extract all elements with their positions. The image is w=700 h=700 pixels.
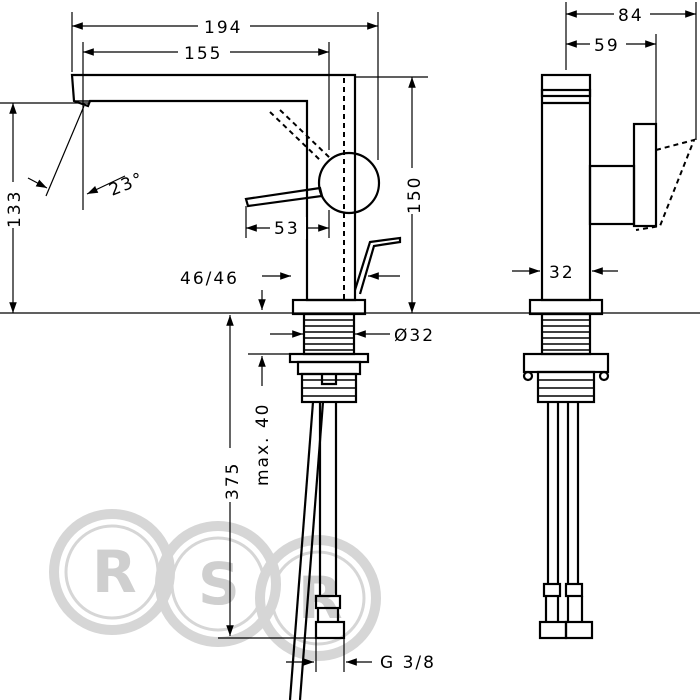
watermark-logo: R S R <box>49 509 381 661</box>
dim-handle: 53 <box>274 219 300 239</box>
side-lever <box>632 122 658 228</box>
dim-max: max. 40 <box>253 403 273 486</box>
fixing-nut <box>296 360 362 376</box>
side-lever-hub <box>588 164 636 226</box>
side-washer <box>522 352 610 374</box>
dim-angle: 23° <box>106 169 147 201</box>
dim-handle-depth: 59 <box>594 36 620 56</box>
hose-left <box>288 401 315 700</box>
front-view <box>70 73 402 700</box>
popup-rod <box>353 236 402 295</box>
watermark-letter: S <box>198 550 240 618</box>
dim-diameter: Ø32 <box>394 326 435 346</box>
base-plate <box>291 298 367 316</box>
front-dimensions: 194 155 133 23° 53 46/46 150 <box>0 12 700 673</box>
lever-handle <box>244 186 324 208</box>
washer <box>288 352 370 364</box>
dim-spout-length: 155 <box>184 44 222 64</box>
side-connector-left <box>538 620 568 640</box>
watermark-letter: R <box>92 538 137 606</box>
dim-hose: 375 <box>223 462 243 500</box>
side-dimensions: 84 59 32 <box>512 2 697 283</box>
dim-body-height: 150 <box>405 176 425 214</box>
dim-body-width: 32 <box>549 263 575 283</box>
side-connector-right <box>564 620 594 640</box>
hose-connector <box>314 620 346 640</box>
dim-depth: 84 <box>618 6 644 26</box>
lever-hub <box>317 151 381 215</box>
dim-46: 46/46 <box>180 269 239 289</box>
dim-spout-height: 133 <box>5 190 25 228</box>
dim-thread: G 3/8 <box>380 653 436 673</box>
side-view <box>522 73 696 640</box>
dim-total-length: 194 <box>204 18 242 38</box>
